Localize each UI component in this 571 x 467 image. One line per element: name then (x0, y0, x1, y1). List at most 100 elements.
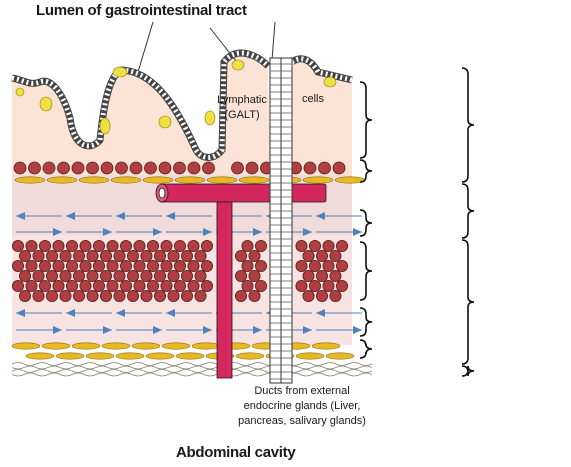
fiber-nucleus (66, 212, 75, 220)
curly-brace (359, 241, 373, 301)
muscle-cell (245, 161, 259, 175)
flat-cell (302, 176, 334, 184)
fiber-nucleus (53, 228, 62, 236)
muscle-cell (106, 259, 119, 272)
flat-cell (85, 352, 115, 360)
muscle-cell (144, 161, 157, 175)
curly-brace (359, 209, 373, 237)
muscle-cell (295, 239, 308, 252)
muscle-cell (335, 279, 348, 292)
muscle-cell (73, 269, 86, 282)
muscle-cell (127, 289, 140, 302)
curly-brace (359, 159, 373, 183)
muscle-cell (86, 269, 99, 282)
muscle-cell (254, 239, 267, 252)
flat-cell (11, 342, 41, 350)
muscle-cell (234, 289, 247, 302)
muscle-cell (113, 269, 126, 282)
fiber-nucleus (166, 309, 175, 317)
muscle-cell (13, 161, 27, 175)
muscle-cell (57, 161, 70, 175)
muscle-cell (100, 161, 114, 175)
muscle-cell (18, 289, 31, 302)
curly-brace (461, 365, 475, 377)
muscle-cell (73, 249, 86, 262)
muscle-cell (59, 269, 72, 282)
muscle-cell (329, 269, 342, 282)
mucosa-layer (12, 53, 352, 175)
muscle-cell (187, 161, 201, 175)
muscle-cell (113, 249, 126, 262)
muscle-cell (39, 279, 52, 292)
muscle-cell (93, 279, 106, 292)
muscle-cell (71, 161, 85, 175)
muscle-cell (167, 249, 180, 262)
serosa-flat-cells (11, 342, 355, 360)
layer-brackets (359, 67, 475, 377)
flat-cell (206, 176, 238, 184)
fiber-nucleus (116, 309, 125, 317)
muscle-cell (52, 239, 65, 252)
muscle-cell (127, 269, 140, 282)
curly-brace (461, 239, 475, 365)
flat-cell (25, 352, 55, 360)
flat-cell (238, 176, 270, 184)
muscle-cell (113, 289, 126, 302)
muscle-cell (46, 269, 59, 282)
lumen-label: Lumen of gastrointestinal tract (36, 2, 247, 19)
muscle-cell (248, 289, 261, 302)
flat-cell (295, 352, 325, 360)
muscle-cell (120, 279, 133, 292)
muscle-cell (315, 289, 328, 302)
muscle-cell (160, 239, 173, 252)
circular-muscle-layer (11, 239, 348, 302)
flat-cell (78, 176, 110, 184)
curly-brace (359, 307, 373, 337)
muscle-cell (79, 279, 92, 292)
fiber-nucleus (253, 228, 262, 236)
serosa-fiber (11, 372, 373, 377)
muscle-cell (100, 249, 113, 262)
muscle-cell (322, 279, 335, 292)
muscle-cell (66, 239, 79, 252)
fiber-nucleus (116, 212, 125, 220)
muscle-cell (86, 249, 99, 262)
muscle-cell (315, 249, 328, 262)
muscle-cell (11, 259, 24, 272)
muscle-cell (248, 249, 261, 262)
muscle-cell (18, 249, 31, 262)
muscle-cell (52, 259, 65, 272)
muscle-cell (32, 269, 45, 282)
muscle-cell (160, 259, 173, 272)
muscle-cell (28, 161, 41, 175)
fiber-nucleus (103, 326, 112, 334)
flat-cell (311, 342, 341, 350)
serosa-fiber (11, 365, 373, 370)
muscle-cell (133, 279, 146, 292)
muscle-cell (39, 239, 52, 252)
fiber-nucleus (153, 228, 162, 236)
muscle-cell (173, 239, 186, 252)
flat-cell (142, 176, 174, 184)
muscle-cell (158, 161, 172, 175)
muscle-cell (120, 239, 133, 252)
muscle-cell (241, 239, 254, 252)
muscle-cell (322, 239, 335, 252)
fiber-nucleus (66, 309, 75, 317)
flat-cell (145, 352, 175, 360)
muscle-cell (318, 161, 331, 175)
muscle-cell (86, 161, 99, 175)
fiber-nucleus (103, 228, 112, 236)
muscle-cell (127, 249, 140, 262)
flat-cell (55, 352, 85, 360)
muscle-cell (25, 259, 38, 272)
muscle-cell (234, 249, 247, 262)
muscle-cell (66, 279, 79, 292)
ducts-label-line2: endocrine glands (Liver, (243, 400, 361, 412)
muscle-cell (187, 279, 200, 292)
muscle-cell (173, 279, 186, 292)
ducts-label: Ducts from external endocrine glands (Li… (238, 384, 366, 429)
epithelium-border (11, 49, 353, 161)
muscle-cell (106, 239, 119, 252)
muscle-cell (153, 289, 166, 302)
